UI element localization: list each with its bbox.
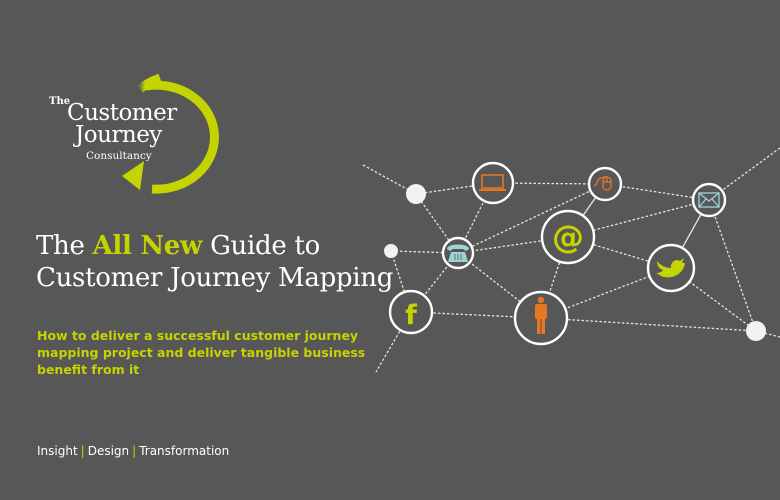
logo-journey-text: Journey xyxy=(75,122,162,148)
tagline-insight: Insight xyxy=(37,444,78,458)
person-icon xyxy=(535,296,547,334)
envelope-icon xyxy=(698,192,720,208)
subtitle: How to deliver a successful customer jou… xyxy=(37,328,366,377)
facebook-icon: f xyxy=(405,300,417,331)
title-highlight: All New xyxy=(92,231,203,261)
circular-arrow-icon xyxy=(122,73,219,194)
company-logo: The Customer Journey Consultancy xyxy=(40,60,240,200)
at-sign-icon: @ xyxy=(552,218,584,256)
title-prefix: The xyxy=(36,231,93,261)
network-node xyxy=(746,321,766,341)
tagline-separator: | xyxy=(80,444,85,458)
logo-consultancy-text: Consultancy xyxy=(86,150,152,162)
network-node xyxy=(406,184,426,204)
telephone-icon xyxy=(447,244,469,262)
network-node xyxy=(384,244,398,258)
title-line-2: Customer Journey Mapping xyxy=(36,263,394,293)
laptop-icon xyxy=(479,174,506,191)
title-line-1: The All New Guide to xyxy=(36,230,393,262)
logo-customer-text: Customer xyxy=(67,100,177,126)
tagline-design: Design xyxy=(87,444,130,458)
logo-the-text: The xyxy=(49,96,71,107)
tagline-transformation: Transformation xyxy=(139,444,230,458)
title-suffix: Guide to xyxy=(202,231,320,261)
page-title: The All New Guide to Customer Journey Ma… xyxy=(36,230,393,294)
twitter-icon xyxy=(656,258,685,278)
tagline: Insight|Design|Transformation xyxy=(37,444,229,458)
tagline-separator: | xyxy=(132,444,137,458)
mouse-icon xyxy=(593,176,612,191)
